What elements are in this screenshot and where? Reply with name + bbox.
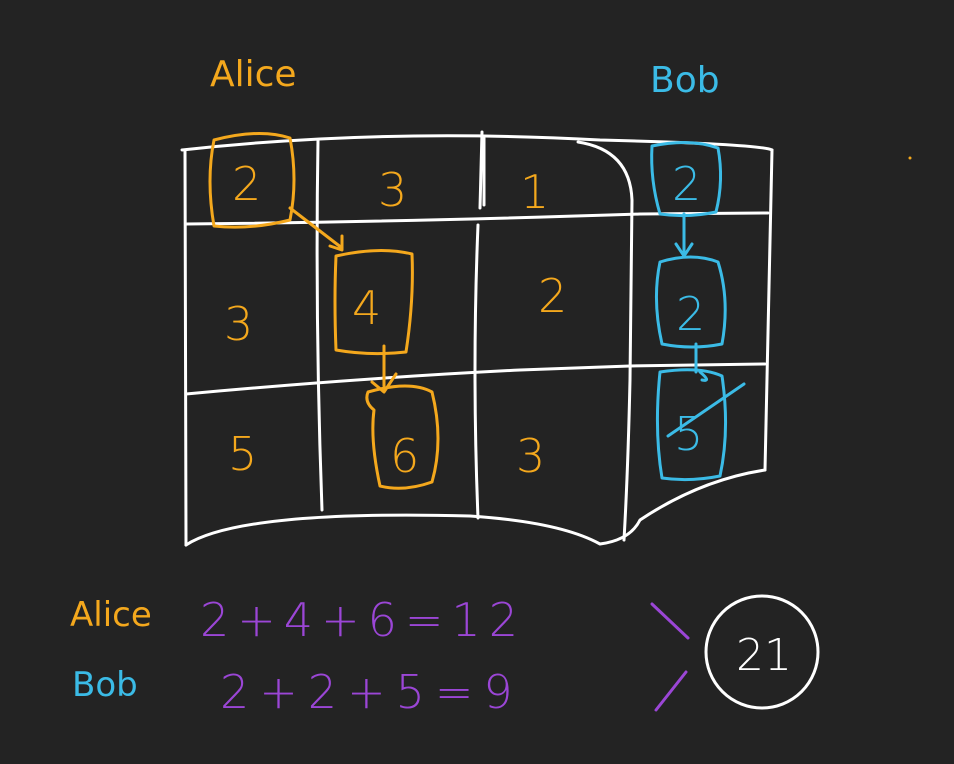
cell-r1-c2: 3 [378, 163, 407, 217]
total-value: 21 [736, 630, 792, 681]
grid-col-line-3 [576, 140, 634, 542]
cell-r1-c3: 1 [520, 165, 549, 219]
grid-row-line-1 [184, 211, 770, 226]
grid-bottom-border [184, 468, 767, 547]
alice-box-r1 [208, 131, 296, 229]
grid-right-border [763, 148, 774, 472]
grid-top-border [180, 134, 774, 152]
alice-arrow-1 [288, 206, 344, 252]
grid-row-line-2 [184, 362, 767, 396]
bob-arrow-2 [694, 342, 708, 382]
grid-numbers: 2 3 1 2 3 4 2 2 5 6 3 5 [224, 157, 705, 483]
bob-box-r2 [654, 255, 727, 349]
cell-r2-c4: 2 [676, 287, 705, 341]
alice-path [208, 131, 440, 490]
bob-path [650, 140, 746, 482]
bob-box-r3 [655, 368, 728, 482]
alice-box-r2 [333, 248, 414, 356]
bob-header: Bob [650, 60, 720, 101]
bob-cross-mark [666, 382, 746, 438]
merge-line-bottom [654, 670, 688, 712]
cell-r2-c3: 2 [538, 269, 567, 323]
total-circle [704, 594, 820, 710]
bob-equation: 2+2+5=9 [220, 665, 523, 719]
cell-r3-c1: 5 [228, 427, 257, 481]
merge-line-top [650, 602, 690, 640]
grid-col-line-1 [315, 138, 324, 512]
alice-equation: 2+4+6=12 [200, 593, 526, 647]
alice-equation-label: Alice [70, 595, 152, 635]
cell-r2-c2: 4 [352, 281, 381, 335]
stray-dot [908, 156, 912, 160]
merge-marks [650, 602, 690, 712]
bob-equation-label: Bob [72, 665, 138, 705]
alice-arrow-2 [370, 344, 398, 394]
cell-r1-c4: 2 [672, 157, 701, 211]
grid-lines [180, 130, 774, 547]
cell-r3-c3: 3 [516, 429, 545, 483]
cell-r3-c2: 6 [390, 429, 419, 483]
bob-arrow-1 [674, 212, 694, 258]
grid-left-border [183, 148, 188, 547]
cell-r1-c1: 2 [232, 157, 261, 211]
grid-col-line-2 [473, 130, 484, 520]
alice-box-r3 [365, 384, 440, 490]
cell-r2-c1: 3 [224, 297, 253, 351]
bob-box-r1 [650, 140, 723, 218]
alice-header: Alice [210, 54, 297, 95]
